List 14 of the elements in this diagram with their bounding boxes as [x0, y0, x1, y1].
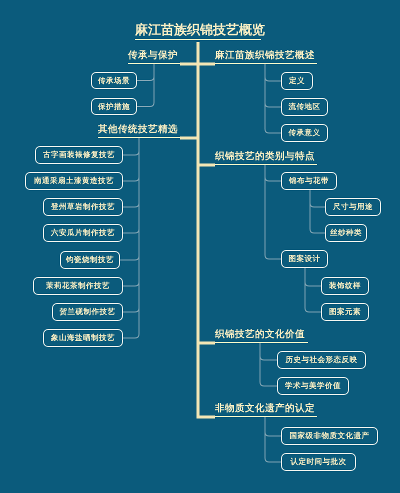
- connector: [264, 64, 282, 134]
- connector: [310, 190, 326, 234]
- connector: [264, 416, 282, 462]
- branch-heading: 织锦技艺的文化价值: [215, 328, 308, 343]
- branch-heading: 传承与保护: [128, 49, 180, 64]
- connector: [136, 64, 154, 107]
- branch-heading: 非物质文化遗产的认定: [215, 402, 317, 417]
- branch-heading: 织锦技艺的类别与特点: [215, 150, 317, 165]
- connector: [264, 164, 282, 260]
- branch-heading: 麻江苗族织锦技艺概述: [215, 49, 317, 64]
- connector: [260, 342, 278, 386]
- connector: [304, 268, 322, 312]
- connector: [196, 42, 215, 418]
- branch-heading: 其他传统技艺精选: [98, 123, 180, 138]
